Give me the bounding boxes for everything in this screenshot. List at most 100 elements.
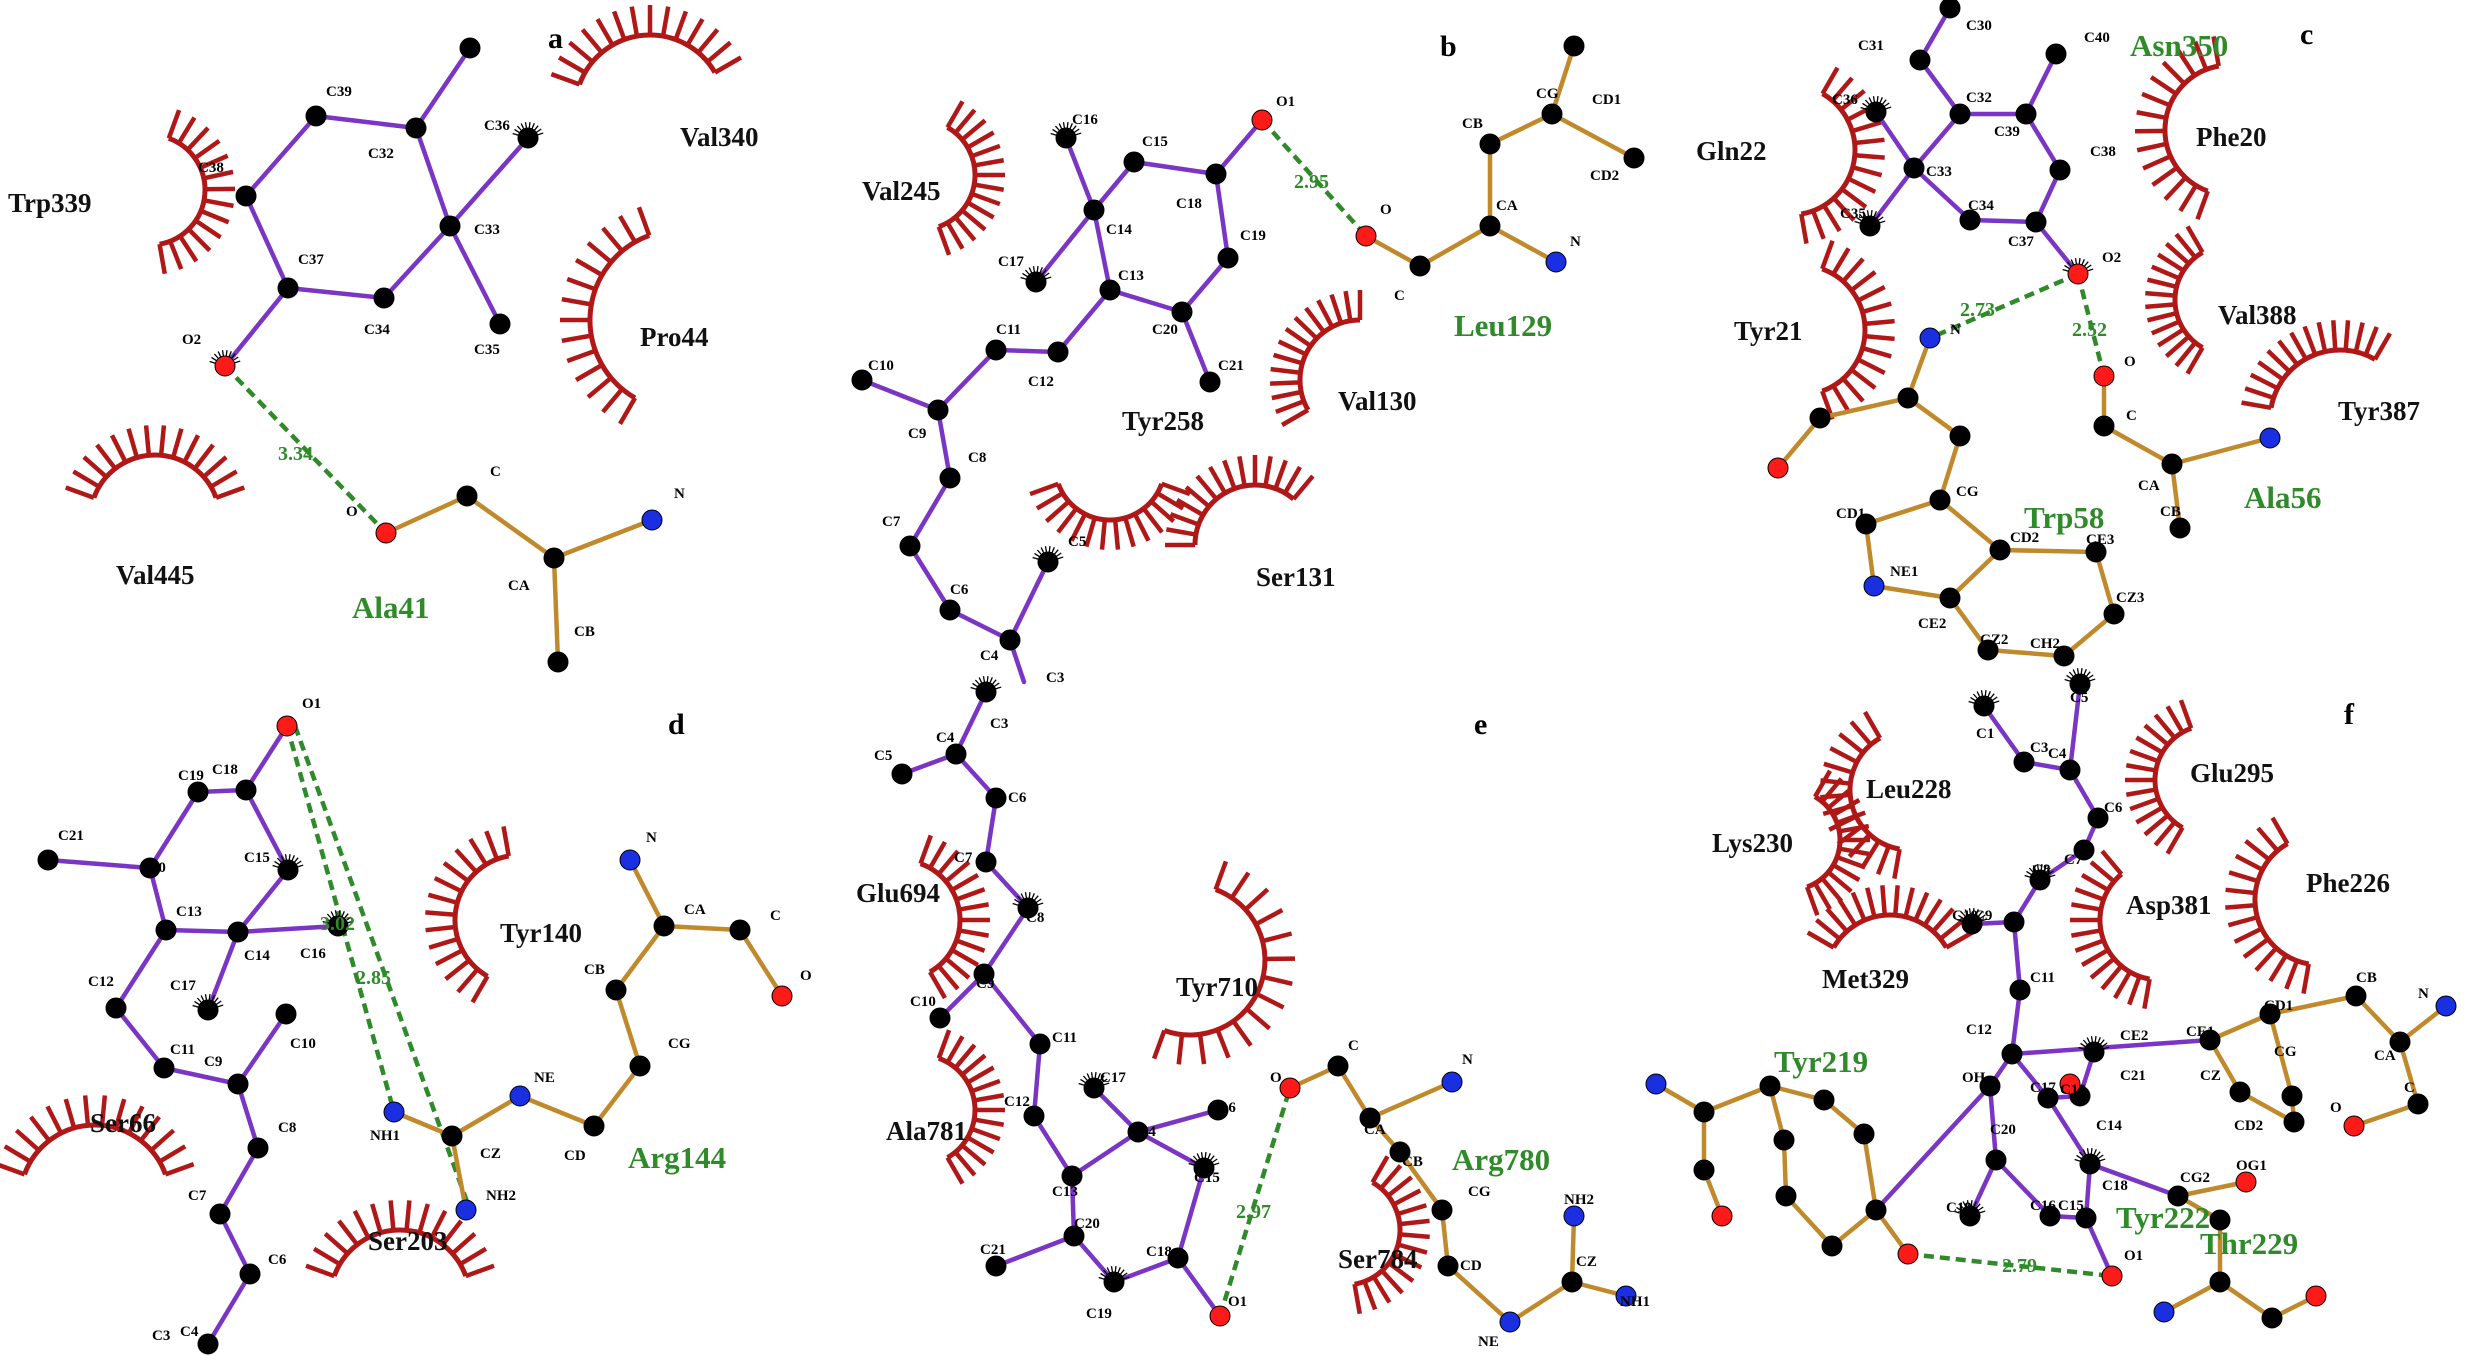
atom-contact-spike <box>513 134 519 136</box>
hydrophobic-arc-spoke <box>1827 909 1847 931</box>
hydrophobic-arc-spoke <box>1808 933 1834 948</box>
atom-label: CD2 <box>1590 168 1619 184</box>
bond <box>1876 1086 1990 1210</box>
atom-contact-spike <box>2096 1152 2100 1157</box>
atom-contact-spike <box>235 361 241 363</box>
atom-label: C13 <box>2060 1082 2086 1098</box>
hydrophobic-arc-spoke <box>66 1099 74 1128</box>
atom-contact-spike <box>1038 903 1044 905</box>
hydrophobic-arc-spoke <box>5 1146 31 1161</box>
atom-contact-spike <box>2065 680 2071 682</box>
bond <box>246 116 316 196</box>
bond <box>1178 1258 1220 1316</box>
hydrophobic-arc-spoke <box>2198 191 2208 219</box>
atom-contact-spike <box>292 855 294 861</box>
atom-contact-spike <box>1022 273 1027 276</box>
atom-contact-spike <box>1080 1079 1085 1082</box>
hydrophobic-arc-spoke <box>2071 904 2101 909</box>
atom-contact-spike <box>2083 1040 2087 1045</box>
hbond-distance-d2: 2.85 <box>356 967 391 989</box>
hydrophobic-arc-spoke <box>1848 179 1875 192</box>
atom-label: N <box>1570 234 1581 250</box>
hydrophobic-arc-spoke <box>179 118 195 144</box>
carbon-atom <box>900 536 920 556</box>
carbon-atom <box>156 920 176 940</box>
carbon-atom <box>1950 104 1970 124</box>
atom-label: C10 <box>910 994 936 1010</box>
bond <box>208 1274 250 1344</box>
carbon-atom <box>1000 630 1020 650</box>
atom-label: O1 <box>302 696 321 712</box>
atom-label: C <box>490 464 501 480</box>
carbon-atom <box>1100 280 1120 300</box>
atom-label: CZ3 <box>2116 590 2144 606</box>
atom-contact-spike <box>1111 1266 1112 1272</box>
carbon-atom <box>1990 540 2010 560</box>
hydrophobic-arc-spoke <box>1245 889 1267 909</box>
nitrogen-atom <box>642 510 662 530</box>
hydrophobic-arc-spoke <box>1867 888 1874 917</box>
hydrophobic-arc-spoke <box>2144 979 2149 1009</box>
atom-contact-spike <box>2063 270 2069 272</box>
atom-label: C35 <box>1840 206 1866 222</box>
hydrophobic-arc-spoke <box>97 445 115 469</box>
atom-contact-spike <box>194 1001 199 1004</box>
residue-met329: Met329 <box>1822 964 1909 994</box>
hydrophobic-arc-spoke <box>1855 155 1885 157</box>
bond <box>1510 1282 1572 1322</box>
bond <box>1552 114 1634 158</box>
atom-contact-spike <box>296 861 301 864</box>
atom-contact-spike <box>1029 892 1030 898</box>
hydrophobic-arc-spoke <box>588 378 611 397</box>
hydrophobic-arc-spoke <box>567 351 595 361</box>
hydrophobic-arc-spoke <box>1853 893 1865 921</box>
hydrophobic-arc-spoke <box>1216 861 1226 889</box>
hydrogen-bonds-layer <box>225 120 2112 1316</box>
hydrophobic-arc-spoke <box>2152 322 2180 334</box>
hydrophobic-arc-spoke <box>1842 189 1866 207</box>
nitrogen-atom <box>2436 996 2456 1016</box>
atom-contact-spike <box>1034 553 1039 556</box>
oxygen-atom <box>1356 226 1376 246</box>
atom-contact-spike <box>1969 702 1975 704</box>
hydrophobic-arc-spoke <box>1398 1205 1427 1214</box>
atom-contact-spike <box>273 866 279 868</box>
hydrophobic-arc-spoke <box>47 1106 61 1133</box>
atom-label: C12 <box>1966 1022 1992 1038</box>
atom-label: CE2 <box>2120 1028 2148 1044</box>
atom-label: O1 <box>1276 94 1295 110</box>
atom-contact-spike <box>2087 1038 2090 1043</box>
hydrophobic-arc-spoke <box>1894 849 1899 879</box>
ligand-residue-ala41: Ala41 <box>352 590 430 625</box>
hydrophobic-arc-spoke <box>1179 1035 1182 1065</box>
atom-label: C19 <box>178 768 204 784</box>
nitrogen-atom <box>1500 1312 1520 1332</box>
bond <box>164 1068 238 1084</box>
carbon-atom <box>986 788 1006 808</box>
atom-contact-spike <box>1091 1072 1092 1078</box>
hydrophobic-arc-spoke <box>1197 476 1216 499</box>
hydrophobic-arc-spoke <box>2126 765 2156 770</box>
oxygen-atom <box>2344 1116 2364 1136</box>
atom-contact-spike <box>1861 108 1867 110</box>
atom-label: C1 <box>1976 726 1994 742</box>
carbon-atom <box>2084 1042 2104 1062</box>
bond <box>910 546 950 610</box>
hydrophobic-arc-spoke <box>968 133 994 148</box>
carbon-atom <box>1172 302 1192 322</box>
atom-label: C21 <box>1218 358 1244 374</box>
atom-label: CD <box>564 1148 586 1164</box>
atom-contact-spike <box>210 362 216 364</box>
carbon-atom <box>654 916 674 936</box>
bond <box>384 226 450 298</box>
atom-contact-spike <box>1193 1156 1197 1161</box>
atom-contact-spike <box>1880 97 1882 103</box>
atom-contact-spike <box>2069 672 2073 677</box>
atom-label: C3 <box>1046 670 1064 686</box>
carbon-atom <box>928 400 948 420</box>
atom-label: N <box>1462 1052 1473 1068</box>
hydrophobic-arc-spoke <box>355 1211 369 1238</box>
atom-contact-spike <box>521 124 524 129</box>
hydrophobic-contact-arc <box>2155 728 2191 827</box>
atom-contact-spike <box>1021 278 1027 280</box>
